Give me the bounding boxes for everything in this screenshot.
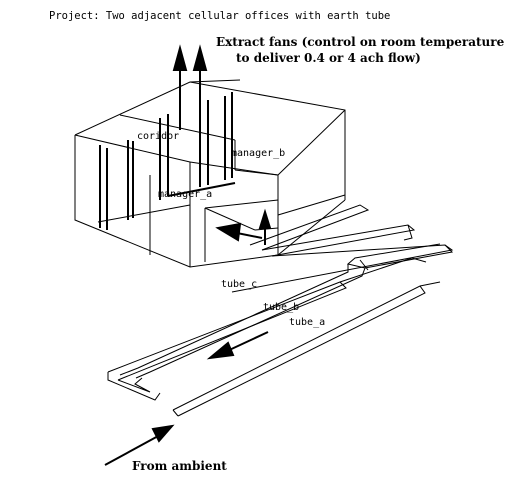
from-ambient-arrow — [104, 424, 175, 466]
inflow-arrow-room — [215, 208, 272, 245]
extract-fans-label-line1: Extract fans (control on room temperatur… — [216, 35, 505, 49]
corridor-glazing — [99, 92, 236, 230]
label-tube-a: tube_a — [289, 317, 326, 328]
label-manager-b: manager_b — [231, 148, 286, 159]
building-outline — [74, 79, 346, 268]
project-title: Project: Two adjacent cellular offices w… — [49, 10, 391, 22]
label-manager-a: manager_a — [158, 189, 213, 200]
extract-fan-arrows — [172, 44, 208, 130]
earth-tube — [107, 204, 454, 417]
from-ambient-label: From ambient — [132, 459, 227, 473]
extract-fans-label-line2: to deliver 0.4 or 4 ach flow) — [236, 51, 421, 65]
tube-flow-arrow — [206, 331, 269, 360]
label-tube-b: tube_b — [263, 302, 300, 313]
label-tube-c: tube_c — [221, 279, 258, 290]
label-coridor: coridor — [137, 131, 180, 142]
